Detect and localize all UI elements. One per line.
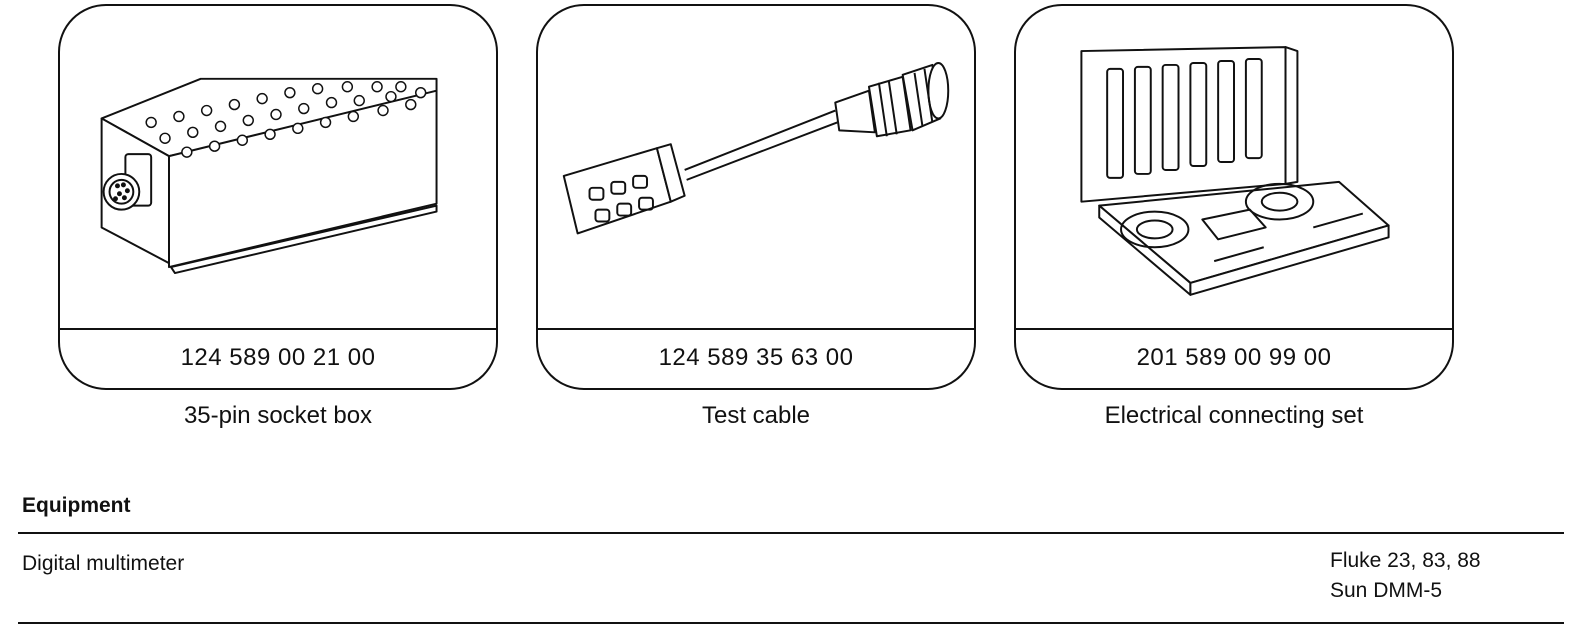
test-cable-icon	[562, 61, 950, 235]
connecting-set-case-icon	[1080, 46, 1390, 296]
part-number: 124 589 00 21 00	[180, 344, 376, 371]
equipment-spec-line: Sun DMM-5	[1330, 579, 1443, 602]
tool-card-connecting-set: 201 589 00 99 00	[1014, 4, 1454, 390]
socket-box-icon	[100, 77, 438, 275]
table-bottom-rule	[18, 622, 1564, 624]
card-divider	[60, 328, 496, 330]
part-number: 124 589 35 63 00	[658, 344, 854, 371]
card-divider	[538, 328, 974, 330]
tool-caption: 35-pin socket box	[183, 402, 373, 429]
tool-caption: Electrical connecting set	[1104, 402, 1364, 429]
equipment-name: Digital multimeter	[22, 552, 185, 575]
equipment-spec: Fluke 23, 83, 88 Sun DMM-5	[1330, 546, 1481, 606]
tool-card-test-cable: 124 589 35 63 00	[536, 4, 976, 390]
table-top-rule	[18, 532, 1564, 534]
equipment-heading: Equipment	[22, 494, 131, 517]
card-divider	[1016, 328, 1452, 330]
part-number: 201 589 00 99 00	[1136, 344, 1332, 371]
equipment-spec-line: Fluke 23, 83, 88	[1330, 549, 1481, 572]
tool-card-socket-box: 124 589 00 21 00	[58, 4, 498, 390]
tool-caption: Test cable	[701, 402, 811, 429]
